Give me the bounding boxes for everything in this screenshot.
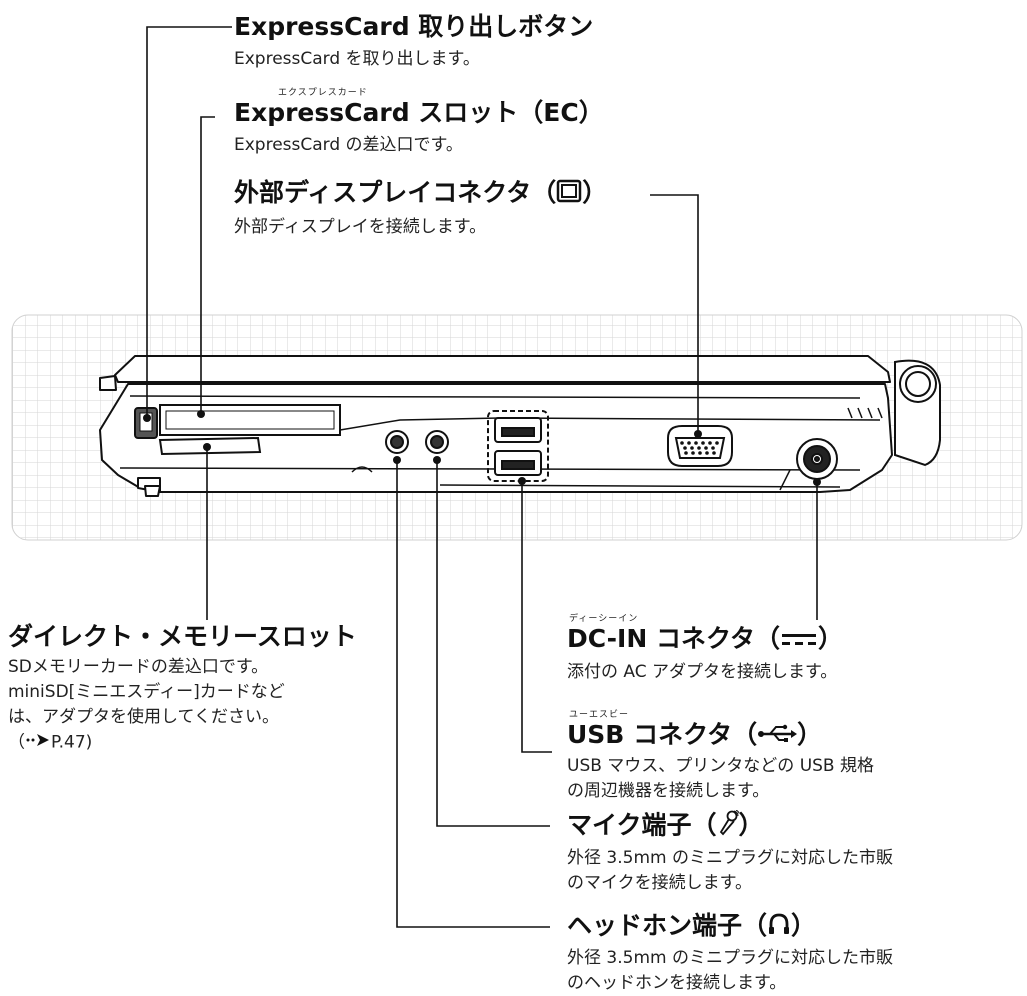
- leader-display: [650, 194, 699, 432]
- callout-desc-line: のマイクを接続します。: [567, 873, 752, 893]
- callout-desc-line: は、アダプタを使用してください。: [8, 707, 279, 727]
- leader-mic: [436, 460, 550, 827]
- headphone-icon: [767, 912, 791, 943]
- callout-ref-line: （ P.47): [8, 730, 357, 756]
- callout-title-end: ）: [578, 98, 604, 127]
- ruby-text: ディーシーイン: [569, 614, 639, 624]
- callout-title-row: 外部ディスプレイコネクタ（ ）: [234, 178, 607, 210]
- callout-desc: 添付の AC アダプタを接続します。: [567, 662, 838, 682]
- dc-power-icon: [780, 625, 818, 655]
- callout-desc-line: の周辺機器を接続します。: [567, 781, 770, 801]
- callout-usb: ユーエスビー USB コネクタ（ ） USB マウス、プリンタなどの USB 規格…: [567, 710, 874, 804]
- callout-title: DC-IN コネクタ（: [567, 624, 780, 653]
- callout-desc-line: USB マウス、プリンタなどの USB 規格: [567, 756, 875, 776]
- callout-title-row: DC-IN コネクタ（ ）: [567, 624, 843, 655]
- callout-title-row: ヘッドホン端子（ ）: [567, 911, 893, 943]
- callout-title: USB コネクタ（: [567, 720, 758, 749]
- callout-ref-paren: （: [8, 732, 25, 753]
- usb-icon: [757, 721, 798, 751]
- callout-external-display: 外部ディスプレイコネクタ（ ） 外部ディスプレイを接続します。: [234, 178, 607, 240]
- ruby-text: エクスプレスカード: [278, 88, 368, 98]
- callout-title: ExpressCard スロット（: [234, 98, 544, 127]
- callout-title-end: ）: [817, 624, 843, 653]
- reference-link[interactable]: P.47): [51, 732, 93, 753]
- callout-title-end: ）: [791, 911, 817, 940]
- callout-direct-memory-slot: ダイレクト・メモリースロット SDメモリーカードの差込口です。 miniSD[ミ…: [8, 622, 357, 756]
- leader-eject: [146, 26, 232, 418]
- callout-mic: マイク端子（ ） 外径 3.5mm のミニプラグに対応した市販 のマイクを接続しま…: [567, 809, 893, 896]
- callout-title: ヘッドホン端子（: [567, 911, 768, 940]
- callout-title: 外部ディスプレイコネクタ（: [234, 178, 557, 207]
- callout-desc-line: のヘッドホンを接続します。: [567, 972, 787, 993]
- callout-desc: ExpressCard の差込口です。: [234, 135, 463, 155]
- leader-headphone: [396, 460, 550, 928]
- usb-port-lower: [494, 450, 542, 476]
- callout-title: マイク端子（: [567, 810, 717, 840]
- callout-headphone: ヘッドホン端子（ ） 外径 3.5mm のミニプラグに対応した市販 のヘッドホンを…: [567, 911, 893, 996]
- callout-title: ダイレクト・メモリースロット: [8, 622, 357, 651]
- callout-title-end: ）: [738, 810, 764, 840]
- monitor-icon: [556, 179, 582, 210]
- laptop-hinge: [894, 359, 941, 467]
- callout-desc-line: miniSD[ミニエスディー]カードなど: [8, 682, 285, 702]
- leader-slot: [200, 116, 215, 414]
- callout-dc-in: ディーシーイン DC-IN コネクタ（ ） 添付の AC アダプタを接続します。: [567, 614, 843, 685]
- reference-arrow-icon: [25, 730, 51, 755]
- callout-desc: 外部ディスプレイを接続します。: [234, 216, 487, 237]
- callout-desc-line: 外径 3.5mm のミニプラグに対応した市販: [567, 947, 893, 968]
- callout-desc-line: 外径 3.5mm のミニプラグに対応した市販: [567, 848, 893, 868]
- expresscard-slot: [159, 404, 341, 436]
- expresscard-symbol: EC: [543, 98, 579, 127]
- usb-port-upper: [494, 417, 542, 443]
- callout-title-row: ExpressCard スロット（EC）: [234, 98, 604, 128]
- headphone-jack: [385, 430, 409, 454]
- callout-expresscard-slot: エクスプレスカード ExpressCard スロット（EC） ExpressCa…: [234, 88, 604, 158]
- leader-usb: [521, 481, 552, 753]
- callout-title: ExpressCard 取り出しボタン: [234, 12, 594, 41]
- callout-title-end: ）: [797, 720, 823, 749]
- ruby-text: ユーエスビー: [569, 710, 630, 720]
- callout-title-row: マイク端子（ ）: [567, 809, 893, 843]
- callout-desc-line: SDメモリーカードの差込口です。: [8, 657, 269, 677]
- microphone-icon: [717, 809, 741, 843]
- callout-title-end: ）: [582, 178, 608, 207]
- callout-expresscard-eject: ExpressCard 取り出しボタン ExpressCard を取り出します。: [234, 12, 593, 72]
- dc-in-port: [796, 438, 838, 480]
- callout-desc: ExpressCard を取り出します。: [234, 49, 480, 69]
- callout-title-row: USB コネクタ（ ）: [567, 720, 874, 751]
- microphone-jack: [425, 430, 449, 454]
